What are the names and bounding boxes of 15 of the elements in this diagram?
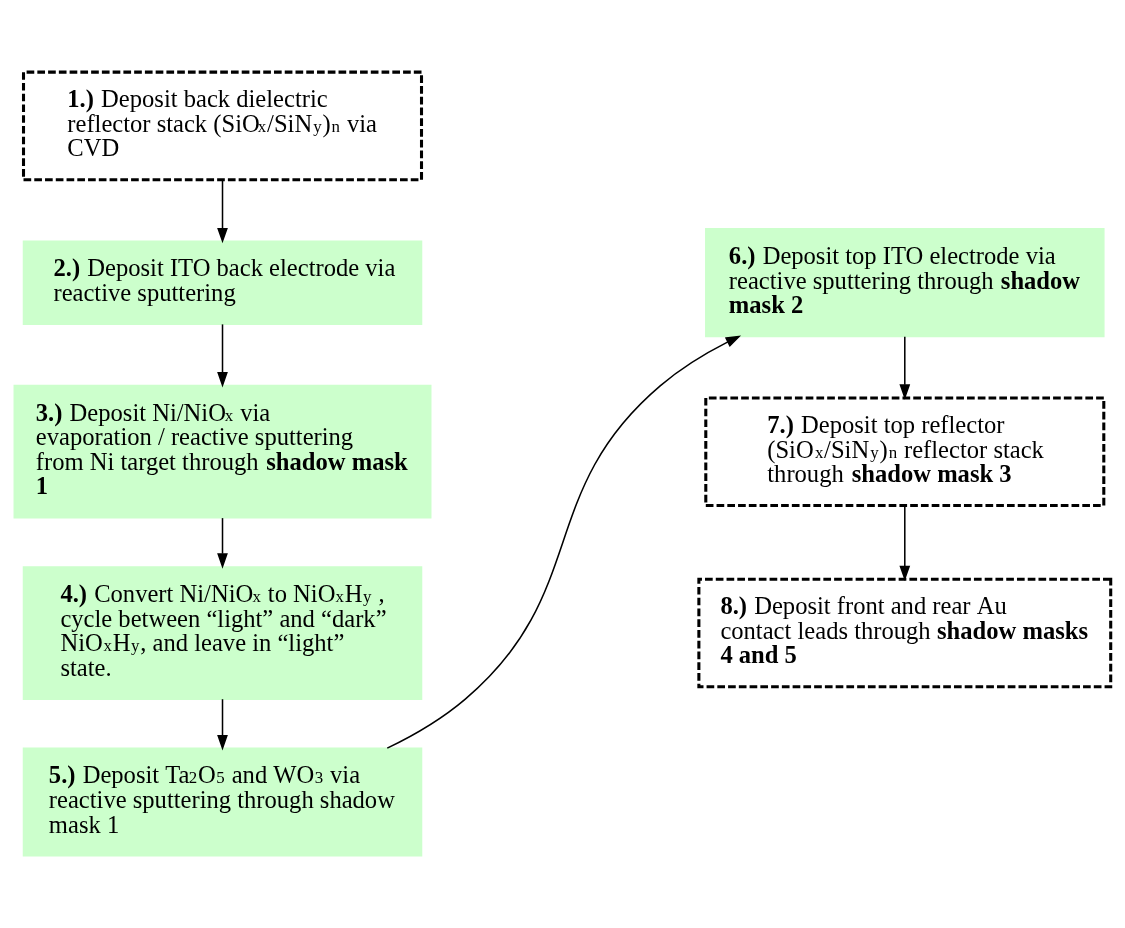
node-box: 2.) Deposit ITO back electrode via reactive sputtering <box>22 240 423 325</box>
arrow <box>217 323 228 388</box>
arrow <box>217 698 228 751</box>
node-box: 4.) Convert Ni/NiOx to NiOxHy , cycle between “light” and “dark” NiOxHy, and leave in “light” state. <box>22 566 423 700</box>
arrow <box>899 335 911 400</box>
node-box: 1.) Deposit back dielectric reflector stack (SiOx/SiNy)n via CVD <box>21 70 424 182</box>
arrow <box>217 517 228 569</box>
node-box: 8.) Deposit front and rear Au contact leads through shadow masks 4 and 5 <box>697 577 1113 689</box>
node-box: 3.) Deposit Ni/NiOx via evaporation / reactive sputtering from Ni target through shadow mask 1 <box>13 384 432 519</box>
node-box: 7.) Deposit top reflector (SiOx/SiNy)n reflector stack through shadow mask 3 <box>704 396 1106 508</box>
arrow <box>386 335 742 749</box>
arrow <box>217 179 228 244</box>
arrow <box>899 505 911 582</box>
node-box: 5.) Deposit Ta2O5 and WO3 via reactive sputtering through shadow mask 1 <box>22 747 423 857</box>
node-box: 6.) Deposit top ITO electrode via reactive sputtering through shadow mask 2 <box>705 228 1105 338</box>
